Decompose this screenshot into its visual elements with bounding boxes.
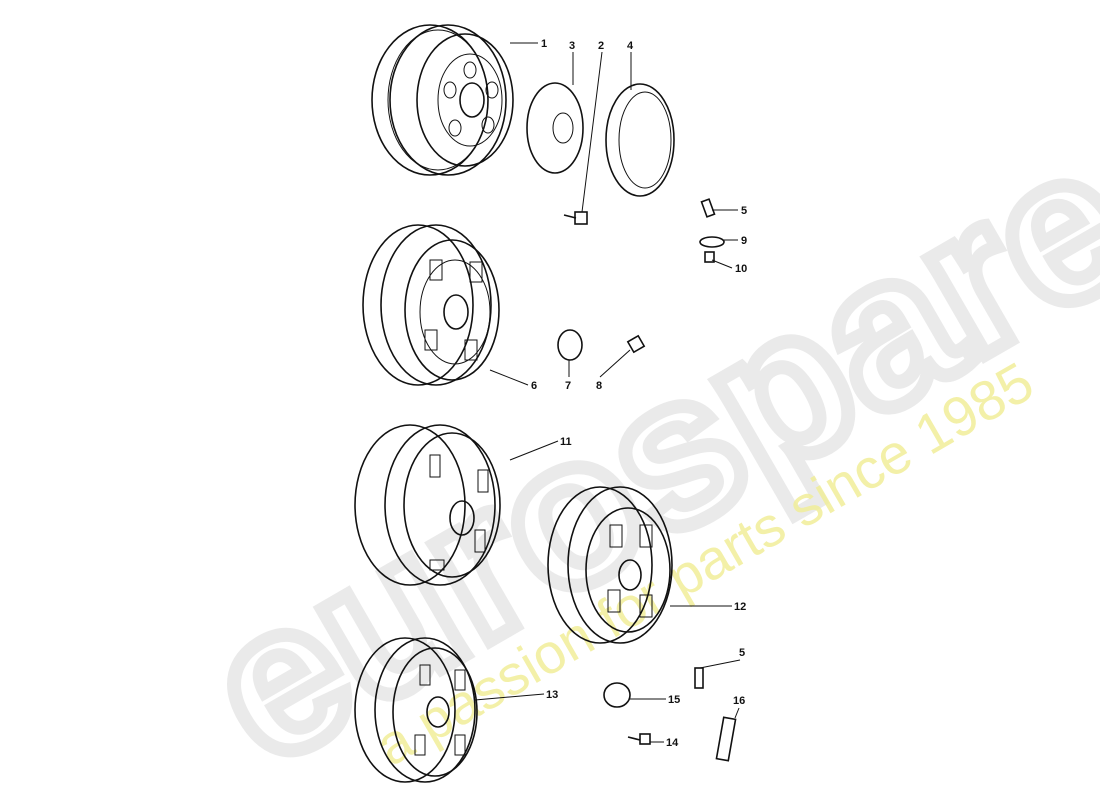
callout-12: 12 <box>734 601 746 613</box>
wheel-6[interactable] <box>362 224 500 386</box>
wheel-11[interactable] <box>354 424 501 586</box>
hub-cap-3[interactable] <box>526 82 584 174</box>
part-10[interactable] <box>704 251 715 263</box>
valve-5b[interactable] <box>694 667 704 689</box>
callout-13: 13 <box>546 689 558 701</box>
valve-5[interactable] <box>700 198 716 218</box>
wheel-steel-1[interactable] <box>371 24 514 176</box>
callout-5b: 5 <box>739 647 745 659</box>
leader-lines <box>474 42 741 743</box>
callout-4: 4 <box>627 40 634 52</box>
part-9[interactable] <box>699 236 725 248</box>
callout-labels: 1 3 2 4 5 9 10 6 7 8 11 12 5 15 16 13 14 <box>531 38 747 749</box>
callout-16: 16 <box>733 695 745 707</box>
cap-15[interactable] <box>603 682 631 708</box>
nut-8[interactable] <box>626 334 646 354</box>
callout-3: 3 <box>569 40 575 52</box>
callout-7: 7 <box>565 380 571 392</box>
callout-14: 14 <box>666 737 679 749</box>
weight-16[interactable] <box>715 716 737 762</box>
center-cap-7[interactable] <box>557 329 583 361</box>
callout-1: 1 <box>541 38 547 50</box>
callout-11: 11 <box>560 436 572 448</box>
callout-10: 10 <box>735 263 747 275</box>
wheel-13[interactable] <box>354 637 478 783</box>
callout-15: 15 <box>668 694 680 706</box>
callout-9: 9 <box>741 235 747 247</box>
bolt-2[interactable] <box>563 211 588 225</box>
callout-8: 8 <box>596 380 602 392</box>
callout-5: 5 <box>741 205 747 217</box>
callout-2: 2 <box>598 40 604 52</box>
wheel-12[interactable] <box>547 486 673 644</box>
bolt-14[interactable] <box>627 733 651 745</box>
hub-cover-4[interactable] <box>605 83 675 197</box>
callout-6: 6 <box>531 380 537 392</box>
watermark-logo: eurospares a passion for parts since 198… <box>163 33 1100 800</box>
